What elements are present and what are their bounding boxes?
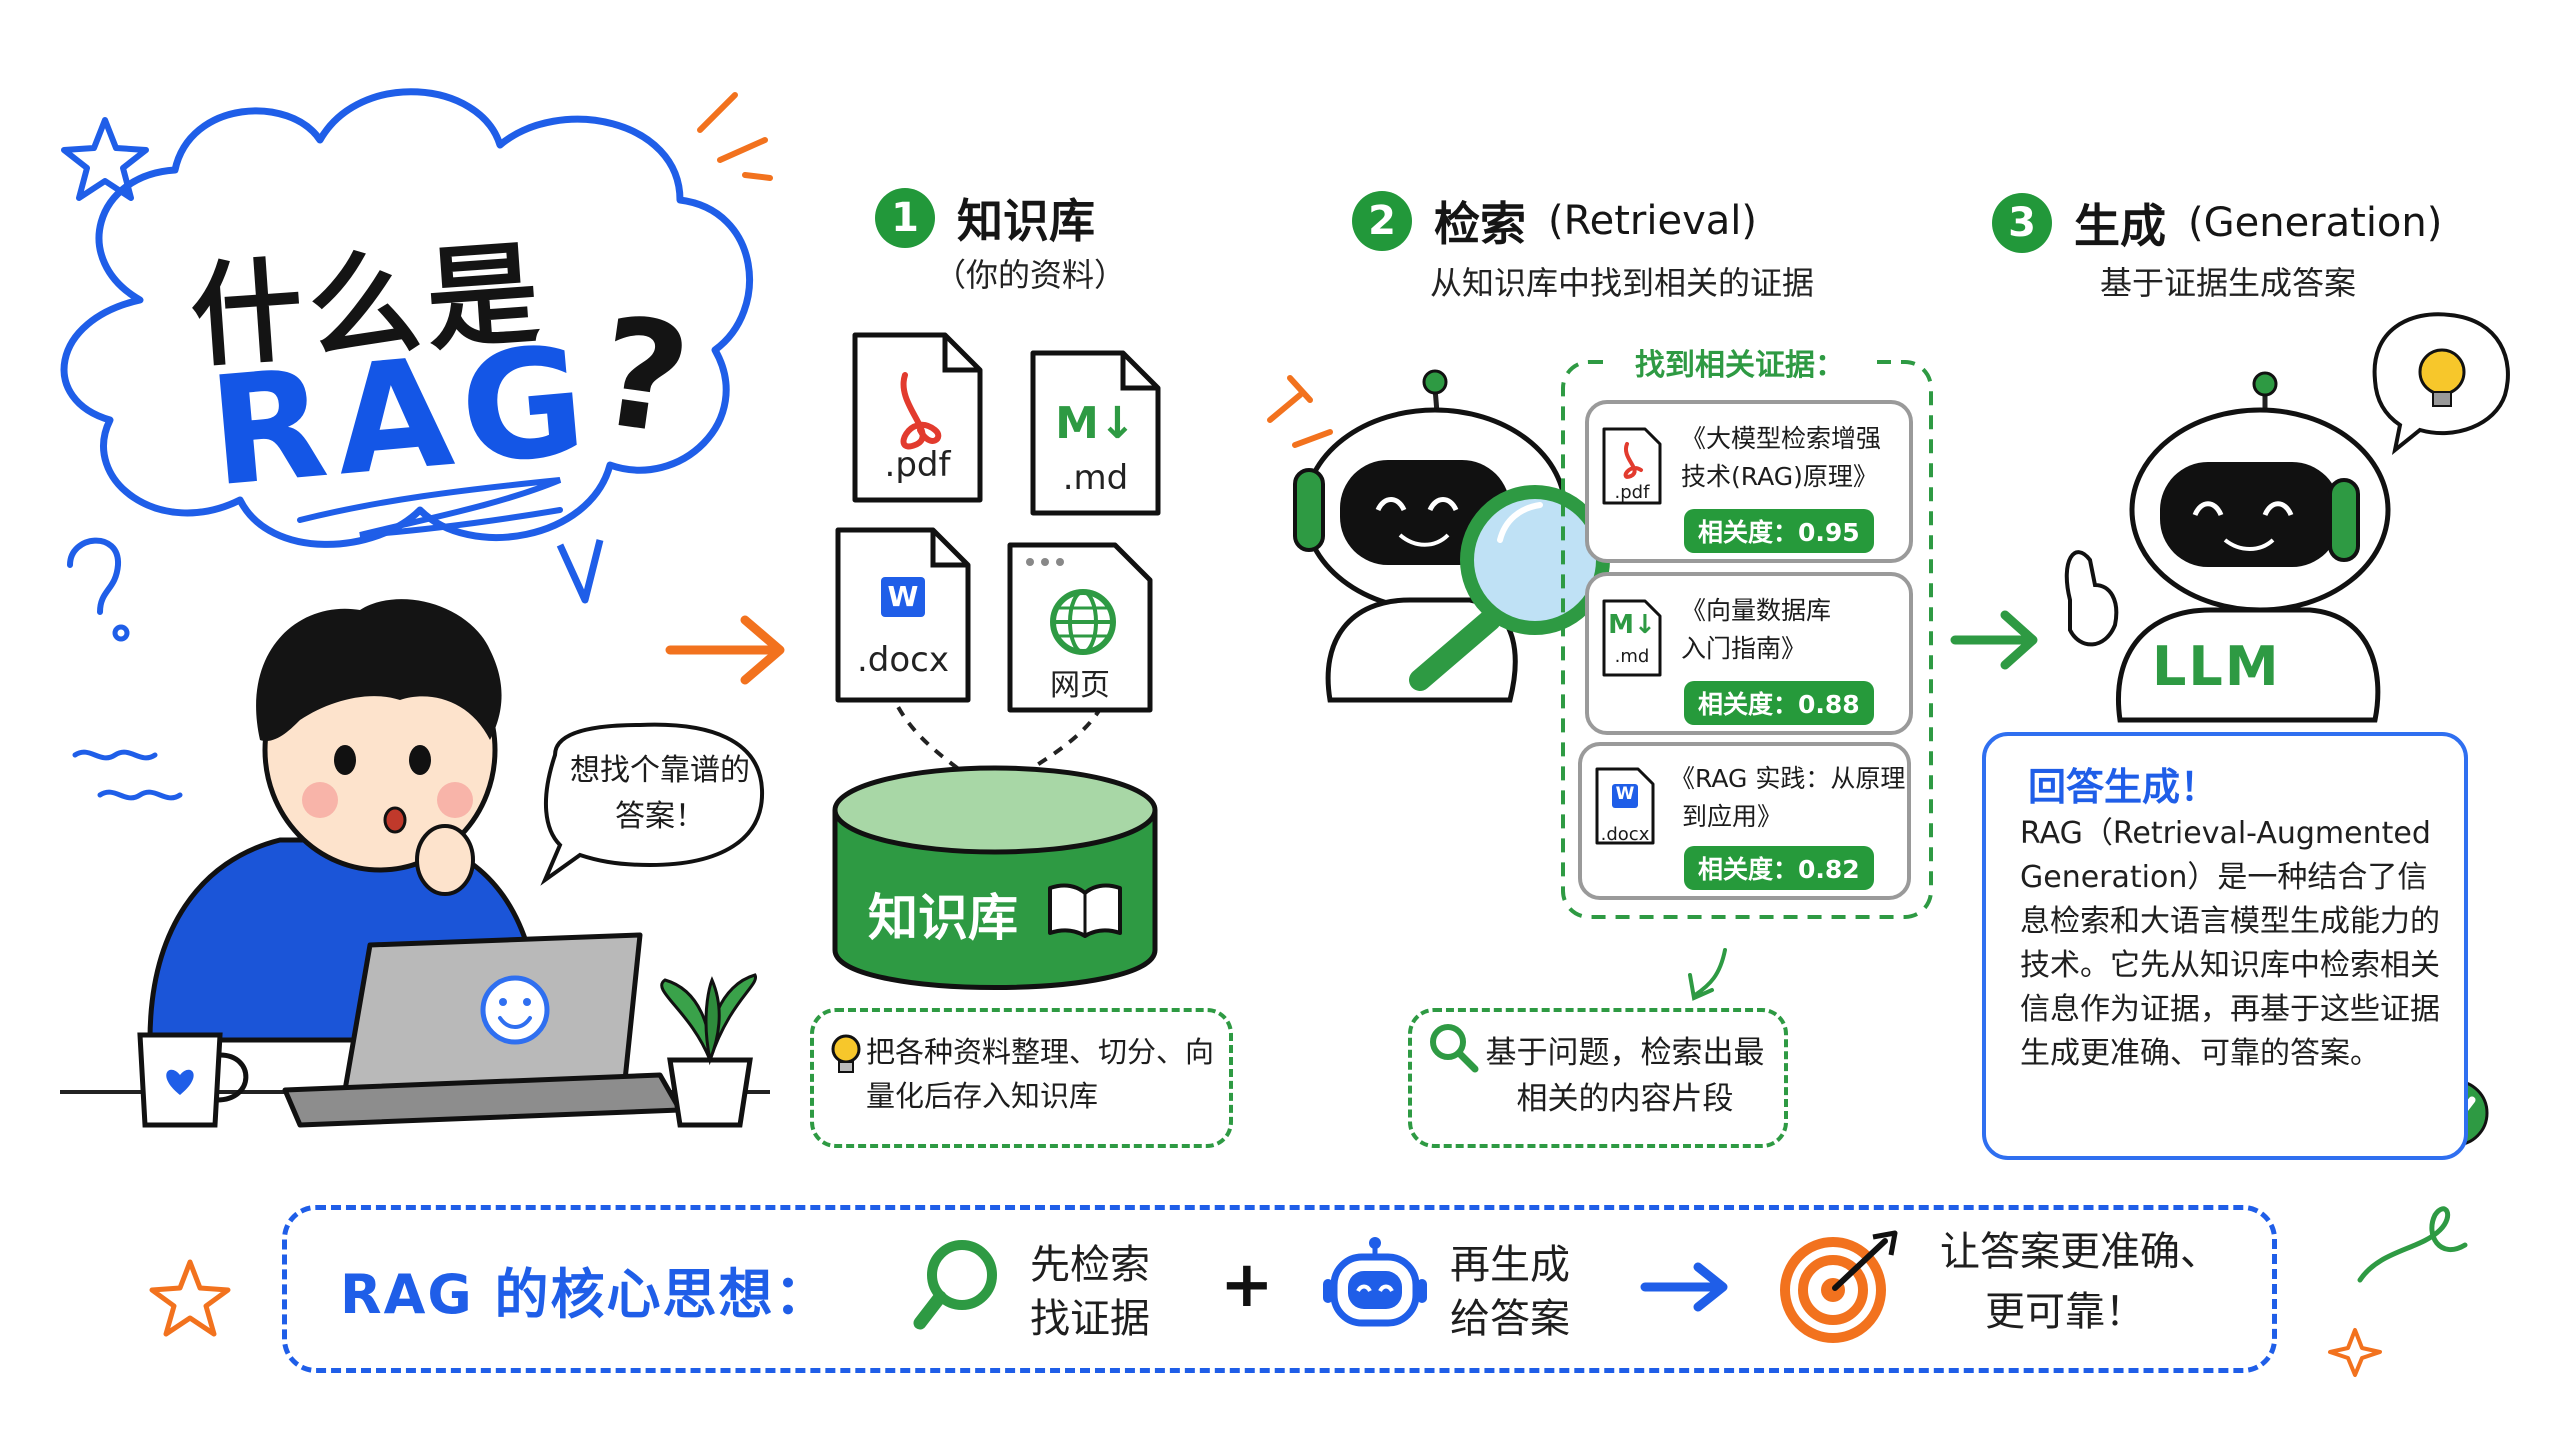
retrieval-header: 找到相关证据： [1610, 340, 1870, 384]
evidence-3-title-line2: 到应用》 [1682, 802, 1783, 831]
user-thought-text: 想找个靠谱的答案！ [570, 753, 750, 834]
book-icon [1045, 878, 1125, 942]
evidence-2-file-label: .md [1614, 646, 1650, 667]
core-idea-result-line2: 更可靠！ [1985, 1289, 2145, 1335]
retrieval-note-text: 基于问题，检索出最相关的内容片段 [1485, 1035, 1765, 1117]
evidence-2-title-line2: 入门指南》 [1681, 634, 1807, 663]
evidence-card-2: M↓ .md 《向量数据库 入门指南》 相关度：0.88 [1585, 572, 1913, 735]
file-webpage-label: 网页 [1050, 668, 1110, 703]
evidence-card-3: W .docx 《RAG 实践：从原理 到应用》 相关度：0.82 [1578, 742, 1911, 900]
step1-title: 知识库 [957, 194, 1095, 248]
file-pdf-label: .pdf [884, 445, 951, 485]
core-idea-bar [282, 1205, 2277, 1373]
smiley-sticker-icon [480, 975, 550, 1045]
step2-heading: 2 检索 (Retrieval) [1352, 188, 1757, 254]
evidence-3-title-line1: 《RAG 实践：从原理 [1670, 764, 1906, 793]
scribble-underline [297, 477, 563, 538]
pdf-icon [1623, 442, 1643, 479]
core-idea-item2-line2: 给答案 [1450, 1296, 1570, 1342]
evidence-1-title-line2: 技术(RAG)原理》 [1681, 462, 1878, 491]
star-orange-icon [149, 1259, 231, 1337]
answer-body: RAG（Retrieval-Augmented Generation）是一种结合… [2020, 816, 2440, 1071]
step2-title-en: (Retrieval) [1548, 198, 1757, 244]
title-rag: RAG [203, 313, 602, 521]
arrow-right-icon [1640, 1262, 1730, 1316]
user-thought-bubble [540, 722, 765, 886]
globe-icon [1050, 589, 1116, 655]
word-icon: W [1615, 784, 1635, 804]
plant-pot [667, 1057, 753, 1128]
step3-number: 3 [1992, 193, 2052, 253]
magnifier-icon [912, 1235, 1007, 1339]
evidence-3-file-label: .docx [1600, 824, 1650, 845]
step2-number: 2 [1352, 191, 1412, 251]
markdown-icon: M↓ [1055, 398, 1136, 449]
file-docx-label: .docx [856, 640, 949, 680]
magnifier-icon [1428, 1022, 1480, 1078]
lightbulb-icon [2418, 348, 2466, 396]
step3-title: 生成 [2074, 199, 2166, 253]
evidence-1-title-line1: 《大模型检索增强 [1681, 424, 1882, 453]
word-icon: W [887, 580, 919, 613]
core-idea-item2-line1: 再生成 [1450, 1242, 1570, 1288]
core-idea-title: RAG 的核心思想： [340, 1263, 831, 1326]
star-icon [61, 117, 149, 201]
step2-subtitle: 从知识库中找到相关的证据 [1430, 264, 1815, 302]
step3-title-en: (Generation) [2188, 200, 2443, 246]
answer-title: 回答生成！ [2028, 765, 2219, 809]
knowledge-base-note [810, 1008, 1233, 1148]
core-idea-result-line1: 让答案更准确、 [1940, 1229, 2220, 1275]
markdown-icon: M↓ [1608, 610, 1656, 640]
knowledge-base-cylinder [832, 810, 1158, 990]
lightbulb-icon [828, 1032, 864, 1080]
pdf-icon [900, 372, 942, 450]
knowledge-base-label: 知识库 [868, 889, 1018, 947]
evidence-2-relevance: 相关度：0.88 [1684, 681, 1874, 725]
evidence-1-relevance: 相关度：0.95 [1684, 509, 1874, 553]
title-cloud [60, 88, 753, 548]
arrow-to-generation [1950, 610, 2038, 670]
file-md: M↓ .md [1028, 348, 1163, 518]
step2-title: 检索 [1434, 197, 1526, 251]
step1-subtitle: （你的资料） [933, 256, 1126, 294]
core-idea-item1-line2: 找证据 [1030, 1296, 1150, 1342]
file-docx: W .docx [833, 525, 973, 705]
llm-robot-body [2116, 607, 2381, 723]
step3-subtitle: 基于证据生成答案 [2100, 264, 2357, 302]
step1-heading: 1 知识库 [875, 185, 1095, 251]
evidence-3-relevance: 相关度：0.82 [1684, 846, 1874, 890]
step1-number: 1 [875, 188, 935, 248]
core-idea-item1-line1: 先检索 [1030, 1242, 1150, 1288]
evidence-card-1: .pdf 《大模型检索增强 技术(RAG)原理》 相关度：0.95 [1585, 400, 1913, 563]
plus-sign: + [1220, 1248, 1274, 1322]
knowledge-base-note-text: 把各种资料整理、切分、向量化后存入知识库 [866, 1035, 1215, 1113]
target-icon [1775, 1225, 1905, 1349]
robot-icon [1320, 1235, 1430, 1339]
llm-label: LLM [2152, 635, 2281, 698]
question-doodle-icon [67, 537, 122, 615]
file-pdf: .pdf [850, 330, 985, 505]
magnifier-icon [1460, 485, 1610, 635]
retrieval-note [1408, 1008, 1788, 1148]
step3-heading: 3 生成 (Generation) [1992, 190, 2442, 256]
answer-box [1982, 732, 2468, 1160]
arrow-to-files [665, 615, 785, 685]
evidence-1-file-label: .pdf [1614, 482, 1650, 503]
file-webpage: 网页 [1005, 540, 1155, 715]
evidence-2-title-line1: 《向量数据库 [1681, 596, 1832, 625]
file-md-label: .md [1062, 458, 1129, 498]
